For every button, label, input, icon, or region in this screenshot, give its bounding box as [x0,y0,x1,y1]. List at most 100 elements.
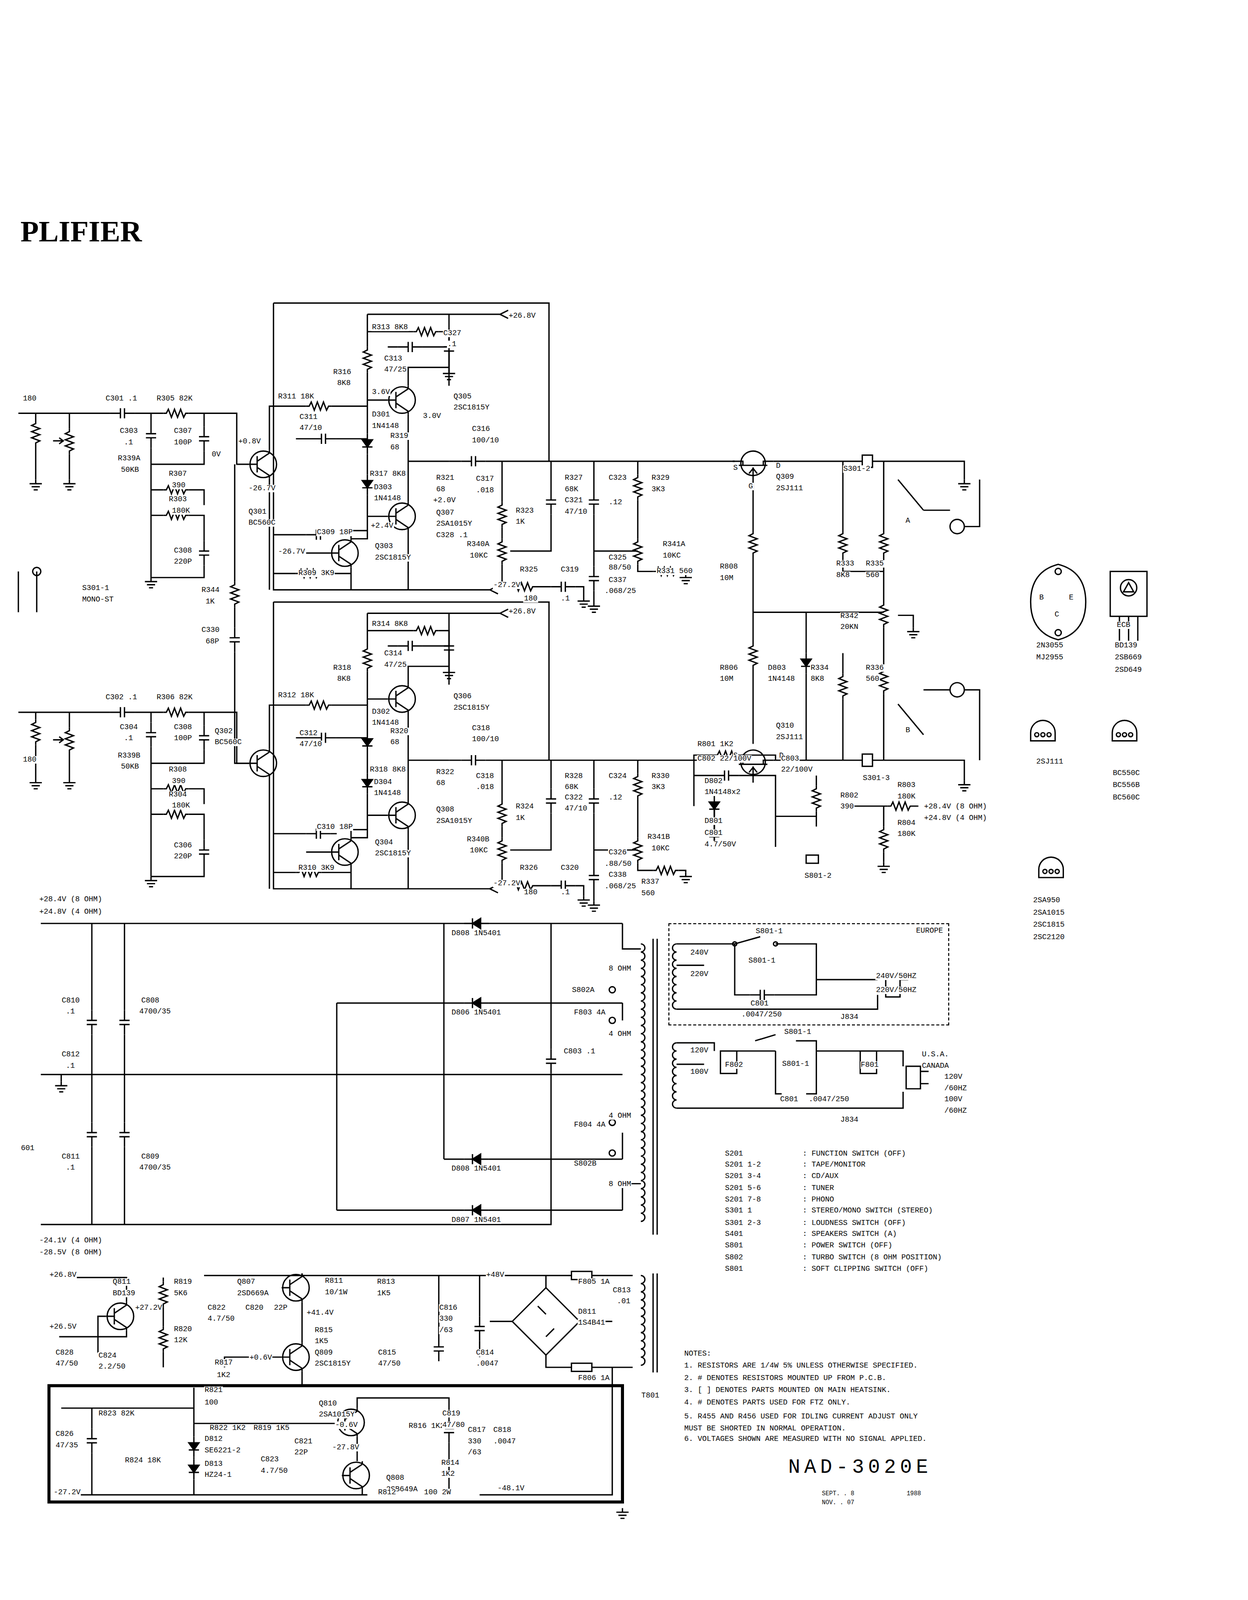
component-label: : FUNCTION SWITCH (OFF) [802,1150,907,1158]
component-label: Q305 [452,393,472,401]
component-label: Q308 [435,806,455,814]
component-label: +26.5V [48,1323,77,1331]
component-label: R804 [896,819,916,828]
component-label: Q307 [435,509,455,517]
component-label: NOV. . 07 [821,1499,855,1506]
component-label: D807 1N5401 [450,1216,502,1225]
component-label: .1 [123,734,134,743]
component-label: +26.8V [508,608,537,616]
component-label: C324 [608,772,627,781]
component-label: 10KC [469,846,489,855]
component-label: A [905,517,911,525]
component-label: .88/50 [604,860,632,868]
component-label: R815 [314,1326,334,1335]
component-label: 2SC1815Y [314,1360,352,1368]
component-label: NOTES: [683,1350,712,1358]
component-label: R822 1K2 [208,1424,246,1433]
component-label: Q811 [112,1278,132,1286]
component-label: R334 [810,664,830,672]
component-label: R320 [389,727,409,736]
component-label: 8K8 [810,675,825,683]
component-label: R321 [435,474,455,482]
component-label: C321 [564,496,584,505]
component-label: /63 [438,1326,454,1335]
component-label: C303 [119,427,139,435]
component-label: .1 [65,1062,76,1070]
component-label: C810 [61,997,81,1005]
component-label: 0V [210,450,221,459]
component-label: /63 [467,1449,482,1457]
component-label: : POWER SWITCH (OFF) [802,1242,893,1250]
component-label: -28.5V (8 OHM) [38,1248,103,1257]
component-label: Q306 [452,692,472,701]
component-label: .0047 [475,1360,499,1368]
component-label: : LOUDNESS SWITCH (OFF) [802,1219,907,1228]
component-label: C302 .1 [105,693,138,702]
component-label: R819 1K5 [252,1424,290,1433]
component-label: F803 4A [573,1009,607,1017]
component-label: BD139 [112,1289,136,1298]
component-label: C338 [608,871,627,879]
component-label: S201 3-4 [724,1172,762,1181]
component-label: C301 .1 [105,395,138,403]
component-label: BC556B [1112,781,1141,790]
component-label: 68P [205,637,220,646]
component-label: C815 [377,1349,397,1357]
component-label: 100P [173,438,193,447]
component-label: MONO-ST [81,596,115,604]
component-label: 12K [173,1336,189,1345]
component-label: S802A [571,986,596,995]
component-label: R303 [168,495,188,504]
component-label: C317 [475,475,495,483]
component-label: C328 .1 [435,531,469,540]
component-label: C314 [383,649,403,658]
component-label: 1K5 [376,1289,392,1298]
component-label: /60HZ [943,1107,968,1115]
component-label: R313 8K8 [371,323,409,332]
component-label: 47/10 [564,805,588,813]
component-label: C824 [97,1352,117,1360]
component-label: 100 [204,1399,219,1407]
component-label: 22P [293,1449,309,1457]
component-label: 5K6 [173,1289,189,1298]
component-label: 2SC1815Y [452,704,490,712]
component-label: R330 [650,772,670,781]
component-label: 47/50 [377,1360,402,1368]
component-label: .068/25 [604,882,637,891]
component-label: R317 8K8 [369,470,407,478]
component-label: Q301 [247,508,267,516]
component-label: 20KN [839,623,859,631]
component-label: 4700/35 [138,1164,172,1172]
component-label: 220V/50HZ [875,986,917,995]
component-label: 220P [173,558,193,566]
component-label: R314 8K8 [371,620,409,628]
component-label: 47/35 [54,1442,79,1450]
component-label: NAD-3020E [787,1457,933,1478]
component-label: D806 1N5401 [450,1009,502,1017]
component-label: 10KC [650,844,670,853]
component-label: C318 [475,772,495,781]
component-label: R816 1K2 [408,1422,445,1431]
component-label: 22P [273,1304,288,1312]
component-label: R318 8K8 [369,766,407,774]
component-label: 100P [173,734,193,743]
component-label: SEPT. . 8 [821,1490,855,1497]
component-label: 47/10 [298,424,323,432]
component-label: C813 [612,1286,631,1295]
component-label: 180 [22,756,37,764]
component-label: .1 [65,1008,76,1016]
component-label: 180K [171,507,191,515]
component-label: Q310 [775,722,795,730]
component-label: : TUNER [802,1184,835,1193]
component-label: 3K3 [650,783,666,792]
component-label: D801 [704,817,724,826]
component-label: R326 [519,864,539,872]
component-label: 47/10 [564,508,588,516]
component-label: R324 [515,803,535,811]
component-label: R811 [324,1277,344,1285]
component-label: B [1039,594,1045,602]
component-label: : TAPE/MONITOR [802,1161,866,1169]
component-label: R318 [332,664,352,672]
component-label: : CD/AUX [802,1172,839,1181]
component-label: S301 1 [724,1207,753,1215]
